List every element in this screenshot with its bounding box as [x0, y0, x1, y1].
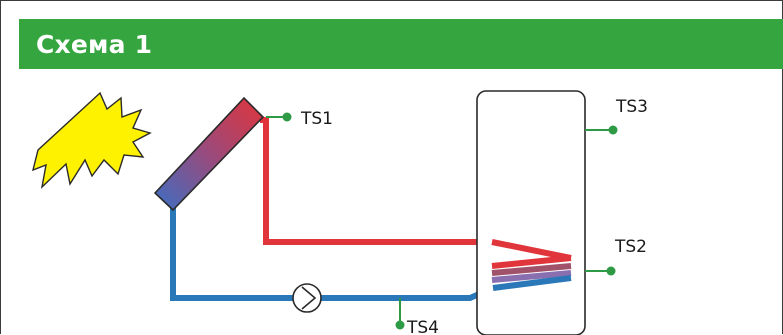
- header-bar: Схема 1: [19, 19, 783, 69]
- sensor-ts1: TS1: [266, 109, 333, 129]
- sensor-ts3: TS3: [585, 97, 648, 135]
- sensor-label-ts1: TS1: [300, 109, 333, 129]
- sensor-label-ts2: TS2: [614, 237, 647, 257]
- pump-icon: [292, 283, 322, 313]
- sensor-label-ts3: TS3: [615, 97, 648, 117]
- sun-icon: [31, 91, 152, 189]
- cold-pipe: [170, 208, 295, 301]
- storage-tank-icon: [476, 90, 586, 335]
- sensor-ts2: TS2: [585, 237, 647, 276]
- heat-exchanger-coil-icon: [491, 239, 572, 291]
- sensor-ts4: TS4: [395, 298, 439, 335]
- solar-collector-icon: [153, 96, 265, 212]
- sensor-label-ts4: TS4: [406, 318, 439, 335]
- page-title: Схема 1: [36, 30, 153, 59]
